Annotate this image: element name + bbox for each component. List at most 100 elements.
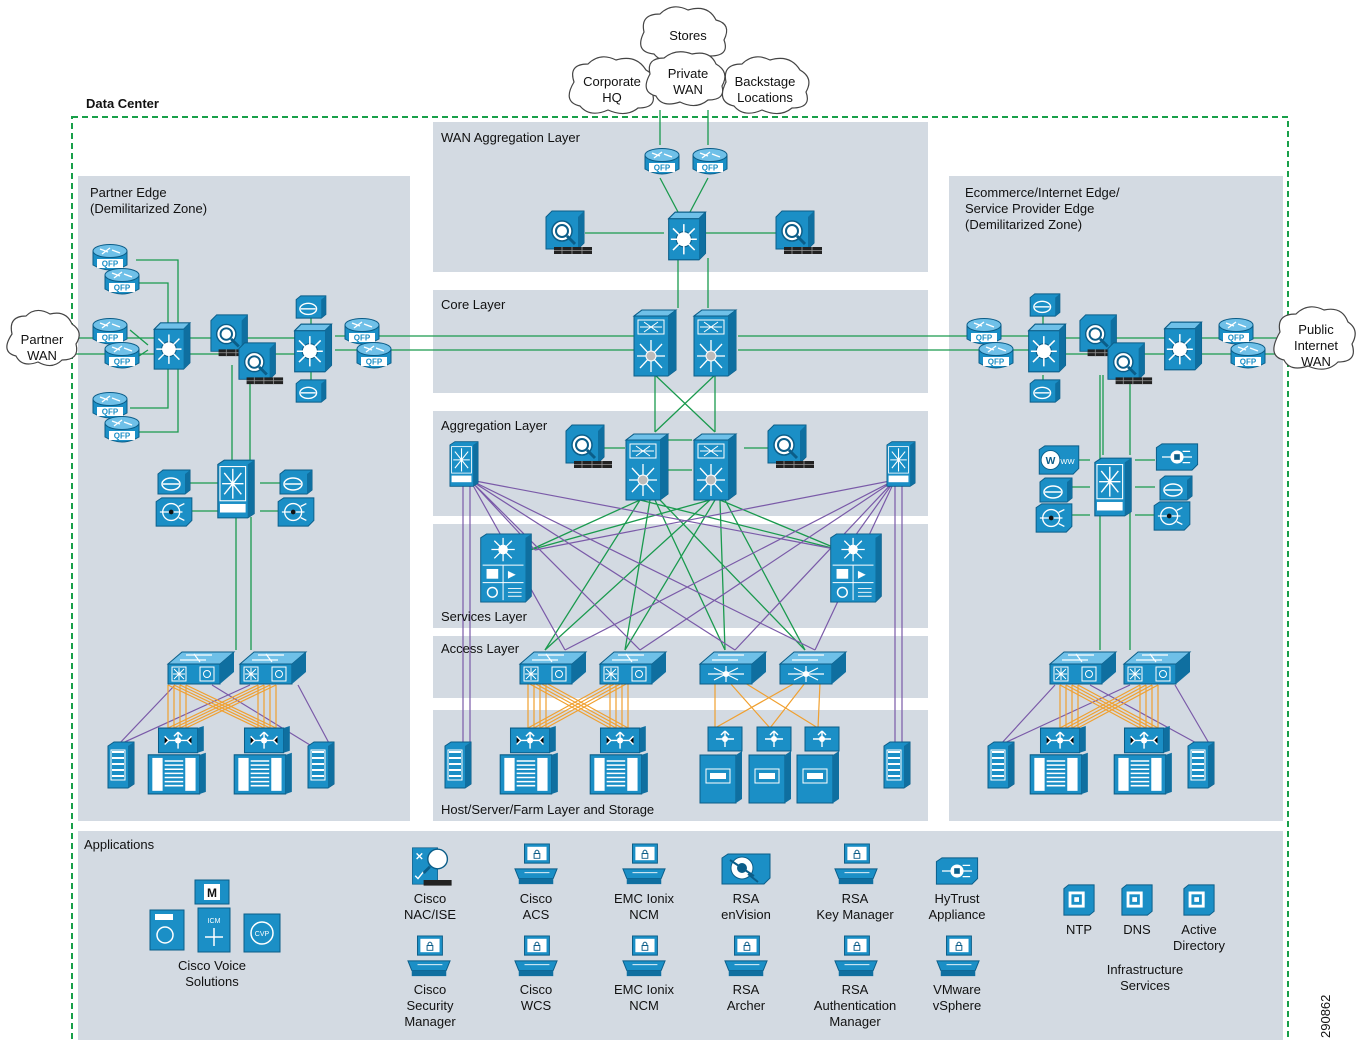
app-r1-1-l2: ACS xyxy=(523,907,550,922)
ntp-label: NTP xyxy=(1066,922,1092,937)
ecom-module-bottom xyxy=(1029,379,1061,403)
cloud-backstage-label-2: Locations xyxy=(737,90,793,105)
ecom-switch-1 xyxy=(1027,323,1067,373)
partner-router-5 xyxy=(92,391,128,419)
figure-number: 290862 xyxy=(1318,995,1333,1038)
partner-switch-1 xyxy=(153,322,191,370)
aggregation-layer-zone xyxy=(433,411,928,516)
ntp-icon xyxy=(1063,884,1095,916)
app-r1-3-l1: RSA xyxy=(733,891,760,906)
cloud-public-wan-label: Public xyxy=(1298,322,1334,337)
ecom-router-4 xyxy=(1230,341,1266,369)
cloud-public-wan-label-2: Internet xyxy=(1294,338,1338,353)
app-r2-5-l1: VMware xyxy=(933,982,981,997)
partner-router-3 xyxy=(92,317,128,345)
aggregation-nexus-left xyxy=(449,441,479,487)
purple-links xyxy=(117,479,1211,746)
services-chassis-left xyxy=(479,533,533,603)
ecom-storage-1 xyxy=(987,741,1015,789)
cloud-private-wan-label-2: WAN xyxy=(673,82,703,97)
ecom-services-chassis xyxy=(1094,457,1132,517)
ecom-router-1 xyxy=(966,317,1002,345)
active-directory-label-2: Directory xyxy=(1173,938,1226,953)
svg-text:Partner Edge(Demilitarized Zon: Partner Edge(Demilitarized Zone) xyxy=(90,185,207,216)
partner-access-2 xyxy=(239,651,307,685)
cloud-partner-wan xyxy=(6,309,80,367)
app-r2-3-l1: RSA xyxy=(733,982,760,997)
partner-storage-2 xyxy=(307,741,335,789)
partner-module-left-1 xyxy=(157,469,191,495)
ecommerce-edge-label-2: Service Provider Edge xyxy=(965,201,1094,216)
partner-router-7 xyxy=(344,317,380,345)
app-r1-0-l2: NAC/ISE xyxy=(404,907,456,922)
infrastructure-services-label-2: Services xyxy=(1120,978,1170,993)
wan-router-1 xyxy=(644,147,680,175)
ecommerce-edge-label-3: (Demilitarized Zone) xyxy=(965,217,1082,232)
partner-edge-label: Partner Edge xyxy=(90,185,167,200)
storage-center-right xyxy=(883,741,911,789)
app-r2-0-l2: Security xyxy=(407,998,454,1013)
ecom-router-2 xyxy=(978,341,1014,369)
partner-ace-left xyxy=(155,497,193,527)
aggregation-switch-1 xyxy=(625,433,669,501)
infrastructure-services-label: Infrastructure xyxy=(1107,962,1184,977)
app-r2-0-l3: Manager xyxy=(404,1014,456,1029)
partner-module-bottom xyxy=(295,379,327,403)
partner-router-2 xyxy=(104,267,140,295)
app-r2-2-l2: NCM xyxy=(629,998,659,1013)
core-switch-2 xyxy=(693,309,737,377)
ecommerce-edge-label: Ecommerce/Internet Edge/ xyxy=(965,185,1120,200)
partner-router-8 xyxy=(356,341,392,369)
zone-labels: Data Center WAN Aggregation Layer Core L… xyxy=(84,96,1120,852)
active-directory-icon xyxy=(1183,884,1215,916)
dns-label: DNS xyxy=(1123,922,1151,937)
cloud-partner-wan-label-2: WAN xyxy=(27,348,57,363)
partner-storage-1 xyxy=(107,741,135,789)
wan-aggregation-layer-label: WAN Aggregation Layer xyxy=(441,130,581,145)
app-r2-2-l1: EMC Ionix xyxy=(614,982,674,997)
ecom-module-top xyxy=(1029,293,1061,317)
cloud-backstage-label: Backstage xyxy=(735,74,796,89)
access-switch-3 xyxy=(699,651,767,685)
rsa-envision-icon xyxy=(721,853,771,885)
app-r1-2-l2: NCM xyxy=(629,907,659,922)
app-r1-1-l1: Cisco xyxy=(520,891,553,906)
ecom-storage-2 xyxy=(1187,741,1215,789)
svg-text:Ecommerce/Internet Edge/Servic: Ecommerce/Internet Edge/Service Provider… xyxy=(965,185,1120,232)
ecom-router-3 xyxy=(1218,317,1254,345)
cloud-corporate-hq-label: Corporate xyxy=(583,74,641,89)
cloud-private-wan xyxy=(645,51,726,107)
app-r1-4-l2: Key Manager xyxy=(816,907,894,922)
services-chassis-right xyxy=(829,533,883,603)
clouds xyxy=(6,6,1356,370)
app-r1-2-l1: EMC Ionix xyxy=(614,891,674,906)
partner-ace-right xyxy=(277,497,315,527)
app-r2-4-l2: Authentication xyxy=(814,998,896,1013)
voice-m-glyph: M xyxy=(207,886,217,900)
ecom-module-right xyxy=(1159,475,1193,501)
cloud-private-wan-label: Private xyxy=(668,66,708,81)
app-r2-1-l2: WCS xyxy=(521,998,552,1013)
app-r2-4-l3: Manager xyxy=(829,1014,881,1029)
partner-services-chassis xyxy=(217,459,255,519)
services-layer-label: Services Layer xyxy=(441,609,528,624)
cloud-backstage xyxy=(721,56,810,115)
storage-center-left xyxy=(444,741,472,789)
